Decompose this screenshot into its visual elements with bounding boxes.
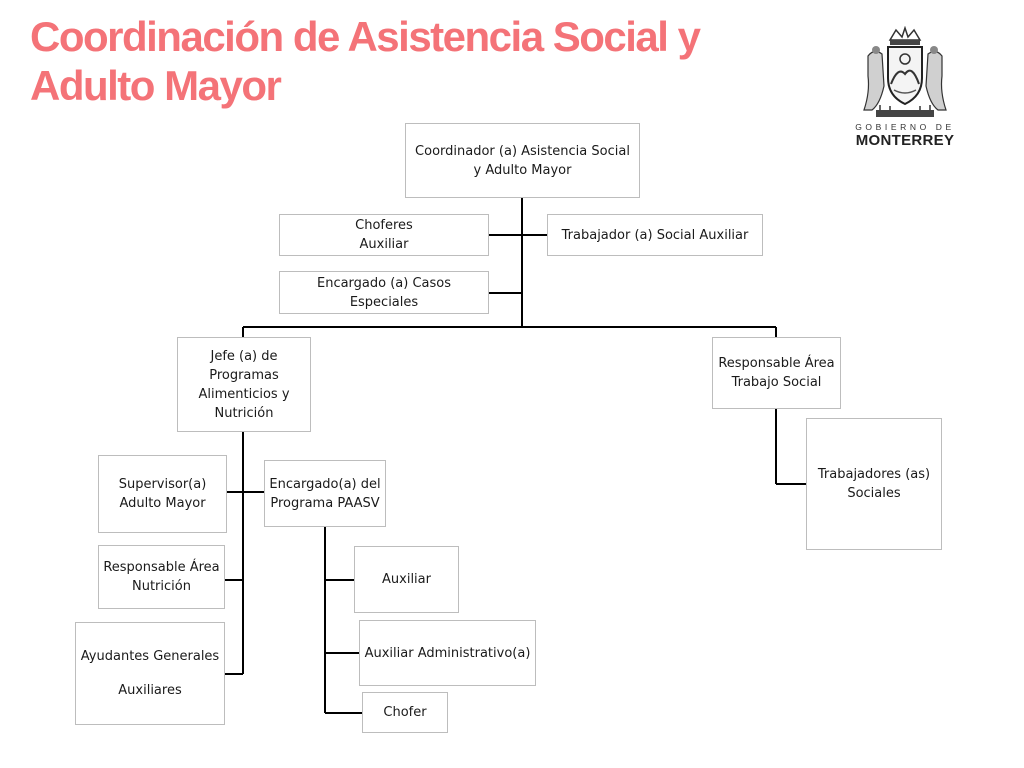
org-box-text: Auxiliar [382, 572, 431, 587]
org-box-text: Choferes [355, 218, 413, 233]
org-box-responsable-nutricion: Responsable Área Nutrición [98, 545, 225, 609]
org-box-text: Jefe (a) de [210, 348, 278, 364]
org-box-ayudantes-generales: Ayudantes Generales Auxiliares [75, 622, 225, 725]
org-box-choferes: Choferes Auxiliar [279, 214, 489, 256]
page-title: Coordinación de Asistencia Social y Adul… [30, 12, 790, 110]
org-box-text: Nutrición [214, 405, 274, 421]
logo-bottom-text: MONTERREY [855, 132, 955, 149]
org-box-text: Trabajo Social [731, 375, 822, 390]
org-box-text: Sociales [847, 486, 901, 501]
org-box-text: Adulto Mayor [119, 496, 206, 511]
org-box-trabajador-auxiliar: Trabajador (a) Social Auxiliar [547, 214, 763, 256]
page-title-line-2: Adulto Mayor [30, 62, 282, 109]
org-box-text: Supervisor(a) [118, 477, 207, 492]
org-box-text: Encargado (a) Casos [316, 275, 452, 291]
org-box-text: Trabajador (a) Social Auxiliar [561, 227, 749, 243]
org-box-text: Auxiliar [359, 237, 409, 252]
org-box-text: Especiales [349, 294, 419, 310]
gobierno-monterrey-logo: GOBIERNO DE MONTERREY [846, 25, 964, 151]
org-box-text: Encargado(a) del [269, 476, 381, 492]
org-box-text: Responsable Área [718, 356, 835, 371]
org-box-text: y Adulto Mayor [473, 162, 572, 178]
org-box-supervisor: Supervisor(a) Adulto Mayor [98, 455, 227, 533]
org-box-text: Ayudantes Generales [80, 649, 220, 664]
org-box-trabajadores-sociales: Trabajadores (as) Sociales [806, 418, 942, 550]
org-box-text: Alimenticios y [198, 386, 290, 402]
org-box-text: Responsable Área [103, 560, 220, 575]
org-box-text: Programas [209, 367, 279, 383]
org-box-text: Auxiliar Administrativo(a) [364, 645, 531, 661]
org-box-text: Programa PAASV [270, 495, 380, 511]
monterrey-coat-of-arms-icon [863, 25, 947, 117]
org-box-auxiliar-administrativo: Auxiliar Administrativo(a) [359, 620, 536, 686]
page-title-line-1: Coordinación de Asistencia Social y [30, 13, 701, 60]
org-box-chofer: Chofer [362, 692, 448, 733]
logo-top-text: GOBIERNO DE [855, 122, 955, 132]
org-box-text: Chofer [383, 705, 427, 720]
org-box-text: Auxiliares [118, 683, 182, 698]
org-box-responsable-trabajo-social: Responsable Área Trabajo Social [712, 337, 841, 409]
org-box-casos-especiales: Encargado (a) Casos Especiales [279, 271, 489, 314]
org-box-encargado-paasv: Encargado(a) del Programa PAASV [264, 460, 386, 527]
org-box-text: Trabajadores (as) [817, 467, 931, 482]
org-box-auxiliar: Auxiliar [354, 546, 459, 613]
org-box-coordinador: Coordinador (a) Asistencia Social y Adul… [405, 123, 640, 198]
org-box-jefe-programas: Jefe (a) de Programas Alimenticios y Nut… [177, 337, 311, 432]
org-box-text: Nutrición [132, 579, 191, 594]
org-box-text: Coordinador (a) Asistencia Social [415, 143, 630, 159]
